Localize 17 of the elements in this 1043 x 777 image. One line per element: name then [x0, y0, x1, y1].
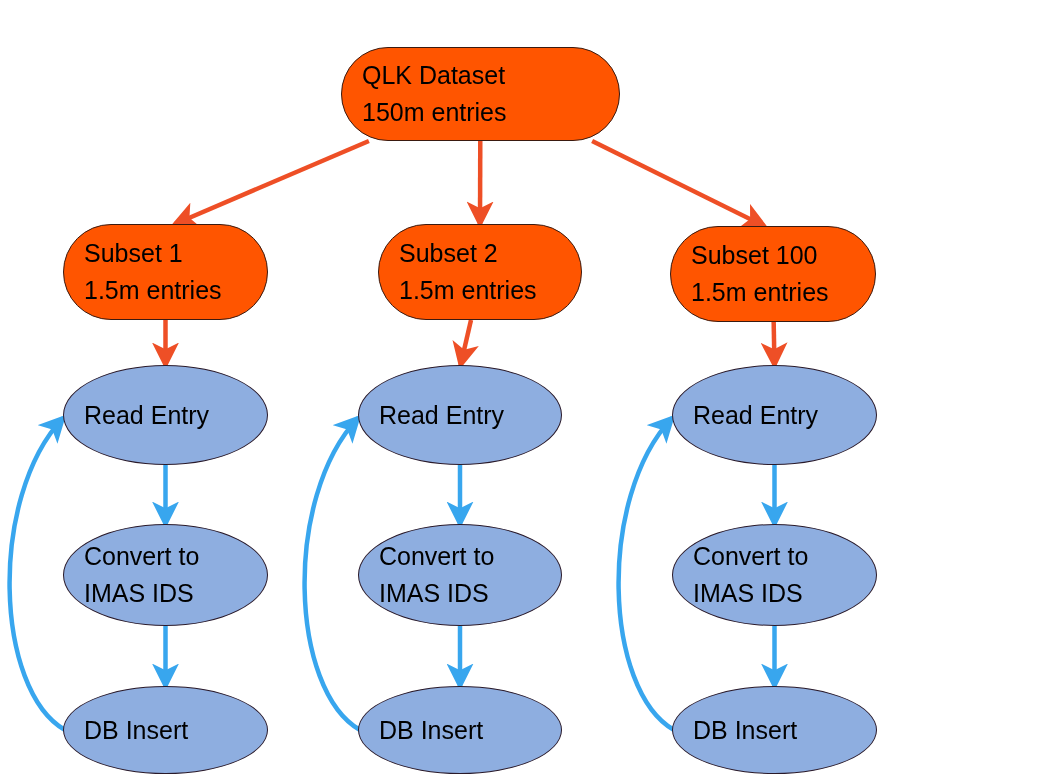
node-text: 1.5m entries	[691, 277, 830, 308]
node-text: Convert to IMAS IDS	[379, 541, 496, 609]
node-text: Convert to IMAS IDS	[84, 541, 201, 609]
node-text: Read Entry	[84, 399, 211, 431]
node-text: 1.5m entries	[399, 275, 538, 306]
node-text: Subset 100	[691, 240, 819, 271]
node-text: 150m entries	[362, 97, 508, 128]
node-text: QLK Dataset	[362, 60, 507, 91]
node-text: Subset 2	[399, 238, 499, 269]
node-text: Read Entry	[693, 399, 820, 431]
node-text: DB Insert	[84, 714, 190, 746]
node-text: DB Insert	[693, 714, 799, 746]
node-text: Subset 1	[84, 238, 184, 269]
node-text: Convert to IMAS IDS	[693, 541, 810, 609]
node-text: 1.5m entries	[84, 275, 223, 306]
node-text: Read Entry	[379, 399, 506, 431]
node-text: DB Insert	[379, 714, 485, 746]
